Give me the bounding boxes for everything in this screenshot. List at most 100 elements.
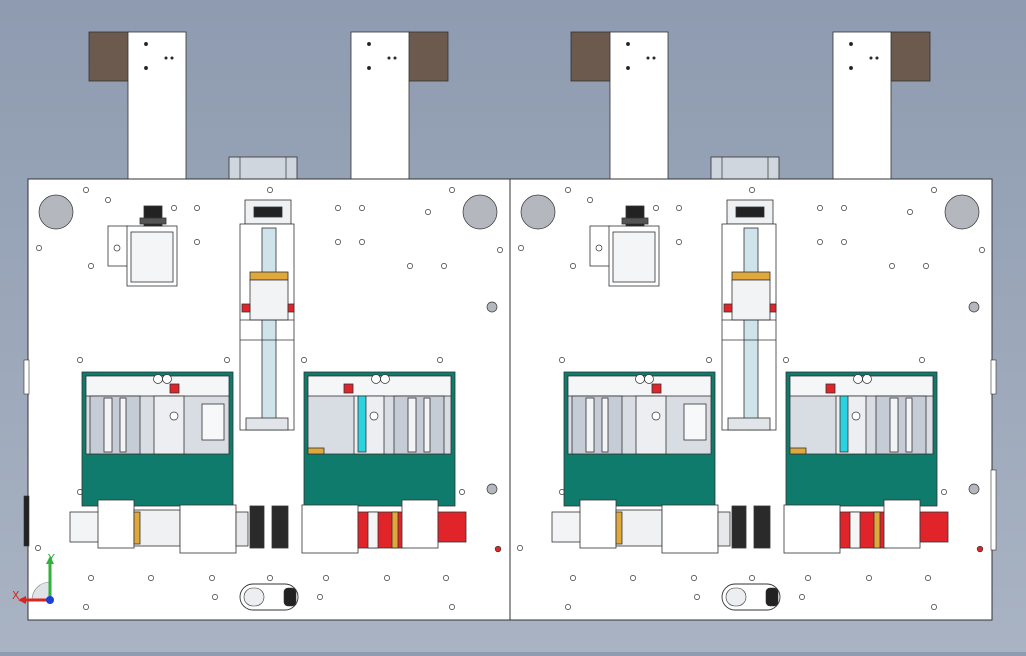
housing-red-sensor [825, 383, 836, 394]
housing-mechanism [635, 395, 667, 455]
center-top-block [710, 156, 780, 182]
post-hole [164, 56, 168, 60]
mount-hole [437, 357, 443, 363]
mount-hole [441, 263, 447, 269]
mount-hole [559, 357, 565, 363]
mount-hole [323, 575, 329, 581]
side-hole [486, 301, 498, 313]
post-hole [393, 56, 397, 60]
mount-hole [799, 594, 805, 600]
red-marker [494, 545, 502, 553]
support-post [832, 31, 892, 181]
mount-hole [749, 575, 755, 581]
slide-stop [769, 303, 777, 313]
z-axis-dot [46, 596, 54, 604]
mount-hole [359, 205, 365, 211]
mechanism-screw [651, 411, 661, 421]
slide-carriage [249, 279, 289, 321]
handle-knob [243, 587, 265, 607]
ring-hole [380, 374, 390, 384]
mount-hole [941, 489, 947, 495]
mount-hole [148, 575, 154, 581]
cyan-rod [839, 395, 849, 453]
post-hole [869, 56, 873, 60]
mount-hole [335, 239, 341, 245]
mount-hole [817, 239, 823, 245]
mount-hole [518, 245, 524, 251]
mount-hole [749, 187, 755, 193]
large-hole [520, 194, 556, 230]
brass-pad [789, 447, 807, 455]
cylinder-body [301, 504, 359, 554]
mechanism-screw [851, 411, 861, 421]
coupler-dark [271, 505, 289, 549]
slide-stop [287, 303, 295, 313]
mount-hole [35, 545, 41, 551]
mount-hole [841, 239, 847, 245]
side-hole [968, 301, 980, 313]
post-hole [626, 66, 630, 70]
side-fixture [990, 359, 997, 395]
cylinder-body [783, 504, 841, 554]
ring-hole [162, 374, 172, 384]
cylinder-end-left [551, 511, 585, 543]
slide-rail [743, 227, 759, 429]
mount-hole [88, 575, 94, 581]
mount-hole [817, 205, 823, 211]
ring-hole [853, 374, 863, 384]
brass-collar [391, 511, 399, 549]
slide-stop [723, 303, 733, 313]
post-hole [170, 56, 174, 60]
post-hole [144, 66, 148, 70]
mount-hole [36, 245, 42, 251]
mount-hole [691, 575, 697, 581]
support-post [609, 31, 669, 181]
red-cylinder-band [849, 511, 861, 549]
coupler-dark [753, 505, 771, 549]
handle-dark-end [765, 587, 779, 607]
mount-hole [194, 239, 200, 245]
mount-hole [267, 187, 273, 193]
left-module [27, 31, 511, 621]
cyan-rod [357, 395, 367, 453]
mount-hole [694, 594, 700, 600]
mount-hole [931, 187, 937, 193]
coupler-dark [249, 505, 265, 549]
ring-hole [635, 374, 645, 384]
mount-bracket [570, 31, 612, 82]
housing-rail-block [875, 395, 927, 455]
mount-bracket [889, 31, 931, 82]
housing-side-block [683, 403, 707, 441]
mount-bracket [407, 31, 449, 82]
cylinder-body [179, 504, 237, 554]
side-fixture [23, 495, 30, 547]
right-module [509, 31, 993, 621]
brass-collar [615, 511, 623, 545]
cylinder-body [661, 504, 719, 554]
post-hole [849, 66, 853, 70]
cylinder-rod-block [133, 509, 181, 547]
mount-bracket [88, 31, 130, 82]
side-fixture [990, 469, 997, 551]
cylinder-end-right [437, 511, 467, 543]
slide-foot [245, 417, 289, 431]
triad-icon[interactable]: Y X [12, 552, 55, 604]
mount-hole [449, 604, 455, 610]
slide-foot [727, 417, 771, 431]
slide-carriage-brass [731, 271, 771, 281]
mount-hole [425, 209, 431, 215]
large-hole [944, 194, 980, 230]
post-hole [367, 66, 371, 70]
mount-hole [979, 247, 985, 253]
mount-hole [570, 575, 576, 581]
housing-rail [407, 397, 417, 453]
center-top-block [228, 156, 298, 182]
motor-face [612, 231, 656, 283]
housing-red-sensor [343, 383, 354, 394]
mount-hole [841, 205, 847, 211]
slide-rail [261, 227, 277, 429]
mount-hole [171, 205, 177, 211]
mount-hole [889, 263, 895, 269]
mount-hole [459, 489, 465, 495]
